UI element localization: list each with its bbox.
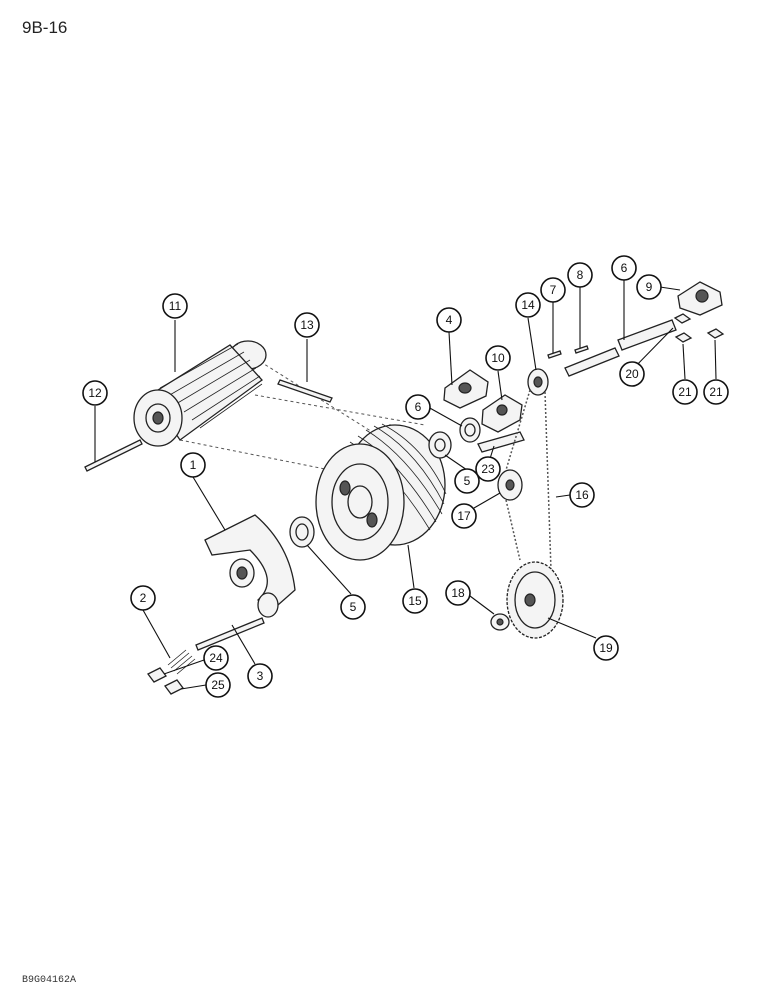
callout-7: 6 [611, 255, 637, 281]
svg-text:13: 13 [300, 318, 314, 332]
svg-text:5: 5 [350, 600, 357, 614]
svg-text:1: 1 [190, 458, 197, 472]
part-9-key [574, 345, 589, 354]
part-5-bearing-left [289, 516, 315, 548]
part-5-bearing-right [428, 431, 452, 459]
svg-text:11: 11 [169, 299, 182, 313]
part-15-upper-sprocket [527, 368, 549, 396]
svg-text:4: 4 [446, 313, 453, 327]
svg-text:6: 6 [415, 400, 422, 414]
svg-text:23: 23 [481, 462, 495, 476]
callout-1: 1 [180, 452, 206, 478]
page-number: 9B-16 [22, 18, 68, 37]
callout-19: 18 [445, 580, 471, 606]
part-24-block [147, 667, 167, 683]
svg-text:9: 9 [646, 280, 653, 294]
svg-text:2: 2 [140, 591, 147, 605]
callout-5-left: 5 [340, 594, 366, 620]
callout-13: 12 [82, 380, 108, 406]
callout-3: 3 [247, 663, 273, 689]
part-1-idler-arm [204, 514, 296, 618]
callout-12: 11 [162, 293, 188, 319]
svg-text:10: 10 [491, 351, 505, 365]
svg-text:17: 17 [457, 509, 471, 523]
svg-text:16: 16 [575, 488, 589, 502]
callout-2: 2 [130, 585, 156, 611]
part-13-key [84, 439, 143, 472]
part-2-spring [167, 649, 196, 675]
part-20-large-sprocket [506, 561, 564, 639]
svg-text:7: 7 [550, 283, 557, 297]
part-16-chain [505, 389, 553, 601]
svg-text:3: 3 [257, 669, 264, 683]
svg-text:12: 12 [88, 386, 102, 400]
part-19-hub [490, 613, 510, 631]
part-11-bearing-block [481, 394, 523, 433]
part-10-pillow-block [677, 281, 723, 316]
svg-text:8: 8 [577, 268, 584, 282]
svg-text:5: 5 [464, 474, 471, 488]
callout-16: 16 [569, 482, 595, 508]
callout-5-right: 5 [454, 468, 480, 494]
svg-text:6: 6 [621, 261, 628, 275]
svg-text:14: 14 [521, 298, 535, 312]
callout-17: 15 [402, 588, 428, 614]
callout-4: 4 [436, 307, 462, 333]
callout-20: 19 [593, 635, 619, 661]
callout-21-right: 21 [703, 379, 729, 405]
svg-text:21: 21 [709, 385, 723, 399]
svg-text:25: 25 [211, 678, 225, 692]
part-12-small-pulley [133, 340, 267, 447]
callout-23: 23 [475, 456, 501, 482]
svg-text:15: 15 [408, 594, 422, 608]
part-18-small-sprocket [497, 469, 523, 501]
part-14-pin [277, 379, 333, 403]
part-25-block [164, 679, 184, 695]
part-8-key [547, 350, 562, 359]
drive-belt-outline [179, 351, 426, 471]
part-17-large-pulley [315, 423, 447, 561]
callout-22: 21 [672, 379, 698, 405]
part-21-washer-right [706, 328, 725, 339]
callout-24: 24 [203, 645, 229, 671]
svg-text:19: 19 [599, 641, 613, 655]
svg-text:21: 21 [678, 385, 692, 399]
drawing-code: B9G04162A [22, 975, 77, 986]
callout-11: 10 [485, 345, 511, 371]
callout-9: 8 [567, 262, 593, 288]
part-21-washer-left [673, 313, 692, 324]
callout-18: 17 [451, 503, 477, 529]
callout-8: 7 [540, 277, 566, 303]
part-7-shaft [564, 319, 677, 377]
callout-14: 13 [294, 312, 320, 338]
svg-text:24: 24 [209, 651, 223, 665]
callout-25: 25 [205, 672, 231, 698]
part-4-bearing-housing [443, 369, 489, 409]
part-3-pivot-pin [195, 617, 265, 651]
callout-10: 9 [636, 274, 662, 300]
svg-text:20: 20 [625, 367, 639, 381]
part-6-collar [459, 417, 481, 443]
svg-text:18: 18 [451, 586, 465, 600]
callout-15: 14 [515, 292, 541, 318]
part-22-washer [674, 332, 693, 343]
part-23-plate [477, 431, 525, 453]
callout-21-left: 20 [619, 361, 645, 387]
callout-6: 6 [405, 394, 431, 420]
